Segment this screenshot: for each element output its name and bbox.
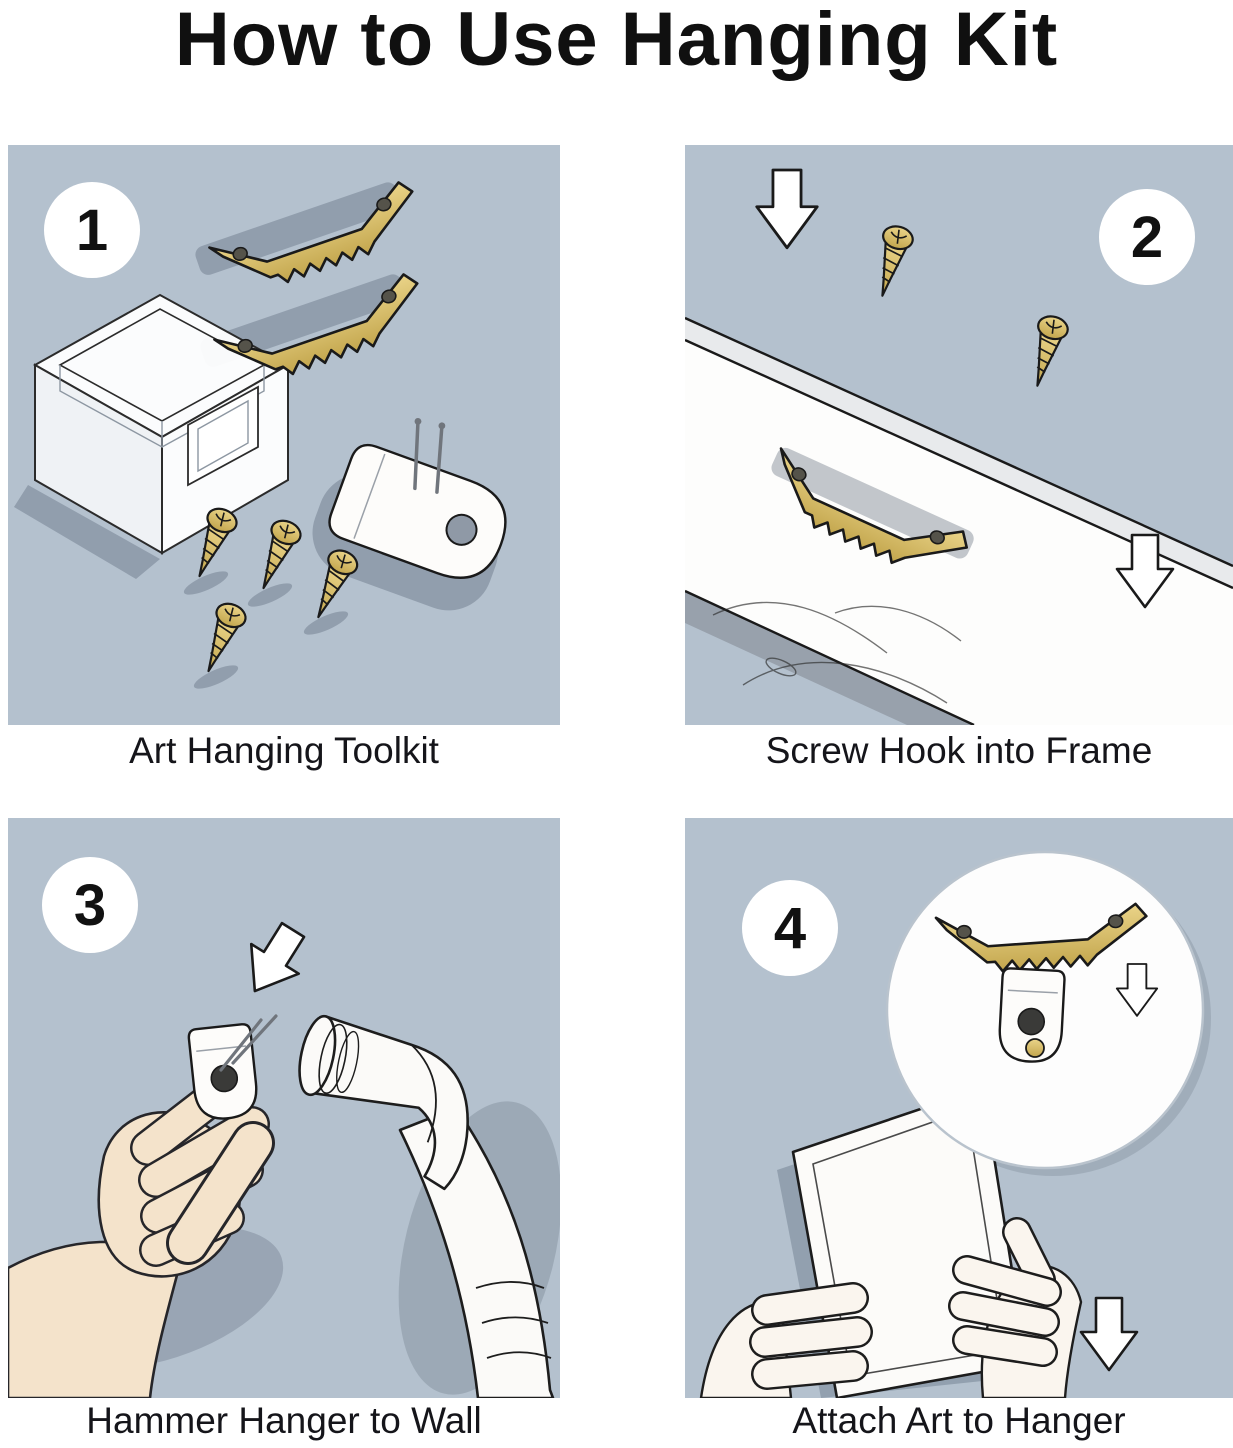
thumb <box>166 1121 275 1265</box>
step-2-number-badge: 2 <box>1099 189 1195 285</box>
storage-case-illustration <box>14 293 291 579</box>
down-arrow-1 <box>755 168 819 250</box>
screw-3 <box>303 545 363 625</box>
hammer-head <box>298 1014 469 1191</box>
toolkit-illustration <box>14 177 507 689</box>
hammer-to-wall-illustration <box>8 913 560 1398</box>
step-2-caption: Screw Hook into Frame <box>765 730 1153 771</box>
page-title: How to Use Hanging Kit <box>174 0 1059 82</box>
step-4-caption: Attach Art to Hanger <box>792 1400 1126 1441</box>
step-3-number: 3 <box>73 872 107 938</box>
screw-2 <box>1021 312 1072 391</box>
step-1-number-badge: 1 <box>44 182 140 278</box>
step-4-number-badge: 4 <box>742 880 838 976</box>
left-hand-illustration <box>699 1282 873 1398</box>
down-arrow <box>1079 1296 1139 1372</box>
hanger-pins <box>219 1014 278 1072</box>
hammer-illustration <box>298 1014 555 1398</box>
step-4-number: 4 <box>773 895 807 961</box>
attach-art-illustration <box>699 850 1211 1398</box>
screw-4 <box>193 598 251 678</box>
wood-grain <box>712 601 962 704</box>
screw-2 <box>248 515 306 595</box>
hanger-shadow <box>771 447 974 559</box>
step-2-number: 2 <box>1130 204 1164 270</box>
step-2-panel: 2 <box>685 145 1233 725</box>
wall-hook-illustration <box>328 417 507 579</box>
step-3-number-badge: 3 <box>42 857 138 953</box>
hook-nail-head <box>1025 1038 1045 1058</box>
screw-1 <box>866 222 917 301</box>
step-1-caption: Art Hanging Toolkit <box>129 730 439 771</box>
step-1-number: 1 <box>75 197 109 263</box>
down-left-arrow <box>229 913 319 1008</box>
step-4-panel: 4 <box>685 818 1233 1398</box>
step-1-panel: 1 <box>8 145 560 725</box>
screw-into-frame-illustration <box>685 168 1233 725</box>
step-3-panel: 3 <box>8 818 560 1398</box>
magnifier-circle <box>885 850 1205 1170</box>
frame-rail-illustration <box>685 316 1233 725</box>
wall-hanger-piece <box>186 1022 261 1123</box>
step-3-caption: Hammer Hanger to Wall <box>86 1400 482 1441</box>
right-hand-illustration <box>948 1217 1083 1398</box>
